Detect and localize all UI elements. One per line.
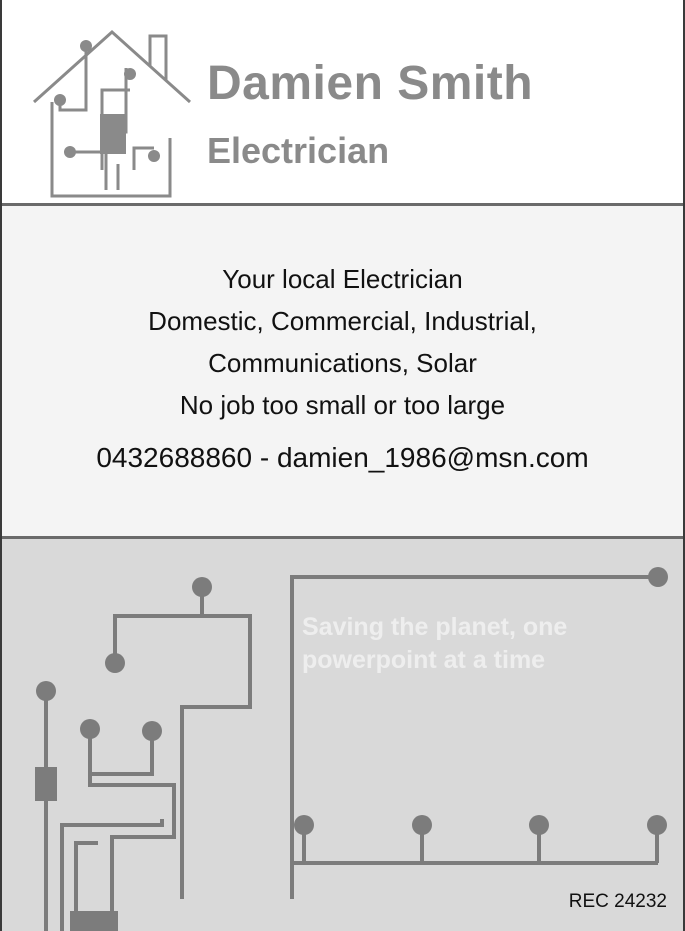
- house-circuit-icon: [32, 29, 192, 198]
- footer-section: Saving the planet, one powerpoint at a t…: [2, 539, 683, 931]
- service-line: Your local Electrician: [222, 264, 463, 294]
- circuit-traces-icon: [35, 567, 668, 931]
- service-line: No job too small or too large: [179, 390, 506, 420]
- card-header: Damien Smith Electrician: [2, 0, 683, 206]
- service-line: Domestic, Commercial, Industrial,: [148, 306, 537, 336]
- business-name: Damien Smith: [207, 57, 534, 110]
- tagline: Saving the planet, one powerpoint at a t…: [302, 611, 662, 677]
- business-title: Electrician: [207, 130, 390, 171]
- service-line: Communications, Solar: [208, 348, 477, 378]
- tagline-line: powerpoint at a time: [302, 646, 546, 674]
- services-section: Your local Electrician Domestic, Commerc…: [2, 206, 683, 539]
- tagline-line: Saving the planet, one: [302, 613, 568, 641]
- services-list: Your local Electrician Domestic, Commerc…: [2, 258, 683, 426]
- contact-line: 0432688860 - damien_1986@msn.com: [96, 442, 589, 473]
- license-number: REC 24232: [568, 891, 667, 912]
